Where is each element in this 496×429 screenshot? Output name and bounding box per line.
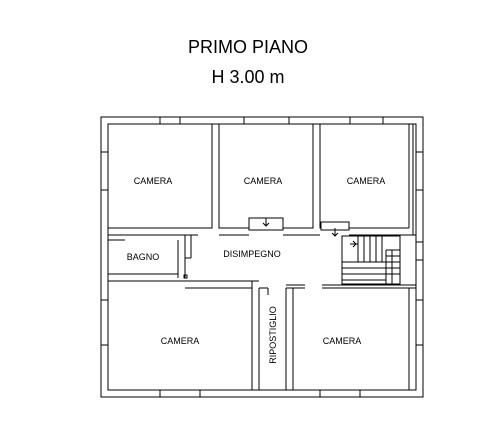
room-label-ripostiglio: RIPOSTIGLIO (268, 306, 278, 364)
room-label-camera-bottom-right: CAMERA (323, 336, 362, 346)
room-label-camera-top-left: CAMERA (134, 176, 173, 186)
floor-height-label: H 3.00 m (211, 67, 285, 87)
room-label-disimpegno: DISIMPEGNO (223, 249, 281, 259)
door-marks-top (248, 217, 350, 237)
top-rooms-walls (108, 124, 416, 236)
bagno-walls (108, 235, 192, 282)
room-label-camera-top-right: CAMERA (347, 176, 386, 186)
outer-wall-outer (100, 116, 424, 398)
bottom-rooms-walls (185, 280, 416, 390)
window-marks (101, 117, 423, 397)
staircase (341, 235, 401, 285)
room-label-camera-bottom-left: CAMERA (161, 336, 200, 346)
room-label-camera-top-center: CAMERA (244, 176, 283, 186)
outer-wall-inner (107, 123, 417, 391)
room-label-bagno: BAGNO (127, 252, 160, 262)
plan-title: PRIMO PIANO (187, 37, 308, 57)
